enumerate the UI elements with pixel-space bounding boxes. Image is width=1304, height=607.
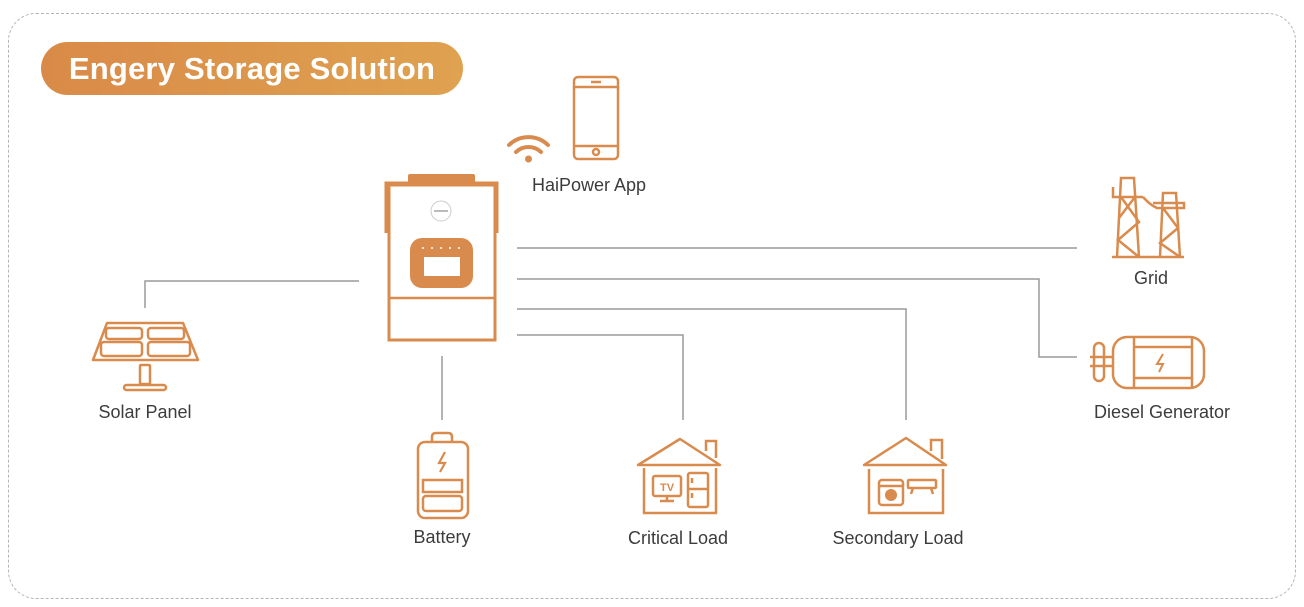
battery-icon: [416, 431, 470, 520]
tv-text: TV: [660, 482, 675, 494]
label-haipower-app: HaiPower App: [531, 175, 647, 195]
house-washer-ac-icon: [862, 436, 948, 515]
label-grid: Grid: [1133, 268, 1169, 288]
house-tv-fridge-icon: TV: [636, 437, 722, 515]
hybrid-inverter-icon: [384, 174, 499, 342]
label-critical-load: Critical Load: [627, 528, 729, 548]
power-tower-icon: [1111, 176, 1186, 259]
connector-solar-panel: [144, 280, 359, 308]
wifi-icon: [507, 135, 550, 163]
connector-critical-load: [517, 334, 684, 420]
connector-secondary-load: [517, 308, 907, 420]
label-solar-panel: Solar Panel: [98, 402, 192, 422]
label-battery: Battery: [413, 527, 471, 547]
title-text: Engery Storage Solution: [68, 50, 436, 86]
smartphone-icon: [572, 75, 620, 161]
title-banner: Engery Storage Solution: [41, 42, 463, 95]
generator-icon: [1090, 335, 1206, 390]
solar-panel-icon: [91, 321, 200, 392]
label-diesel-generator: Diesel Generator: [1093, 402, 1231, 422]
label-secondary-load: Secondary Load: [832, 528, 964, 548]
connector-diesel-generator: [517, 278, 1077, 358]
diagram-frame: [8, 13, 1296, 599]
